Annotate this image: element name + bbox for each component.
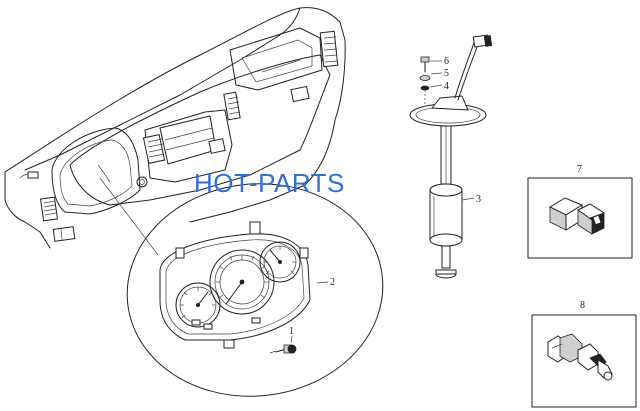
fuel-sender-assembly — [409, 34, 493, 279]
callout-2: 2 — [330, 277, 335, 288]
sensor-8-box — [531, 314, 637, 408]
gauge-center — [209, 249, 275, 315]
cluster-detail-ellipse — [126, 183, 384, 397]
callout-8: 8 — [580, 300, 585, 311]
part-7-sensor — [548, 197, 605, 235]
callout-1: 1 — [289, 326, 294, 337]
part-6-screw — [420, 56, 430, 73]
part-1-screw — [269, 335, 297, 354]
part-4-washer — [420, 85, 430, 91]
gauge-right — [259, 241, 301, 283]
watermark-text: HOT-PARTS — [194, 168, 345, 198]
callout-4: 4 — [444, 81, 449, 92]
sensor-7-box — [527, 177, 633, 259]
vent-center-right — [223, 91, 241, 121]
instrument-cluster — [159, 221, 311, 349]
callout-3: 3 — [476, 194, 481, 205]
callout-6: 6 — [444, 56, 449, 67]
part-8-sensor — [547, 333, 613, 381]
vent-center-left — [142, 134, 166, 164]
leader-dash-to-cluster — [99, 177, 159, 256]
dashboard-assembly — [4, 7, 346, 249]
callout-7: 7 — [577, 164, 582, 175]
vent-left — [39, 196, 59, 222]
callout-5: 5 — [444, 68, 449, 79]
vent-right — [319, 30, 339, 68]
part-5-washer — [419, 75, 431, 81]
